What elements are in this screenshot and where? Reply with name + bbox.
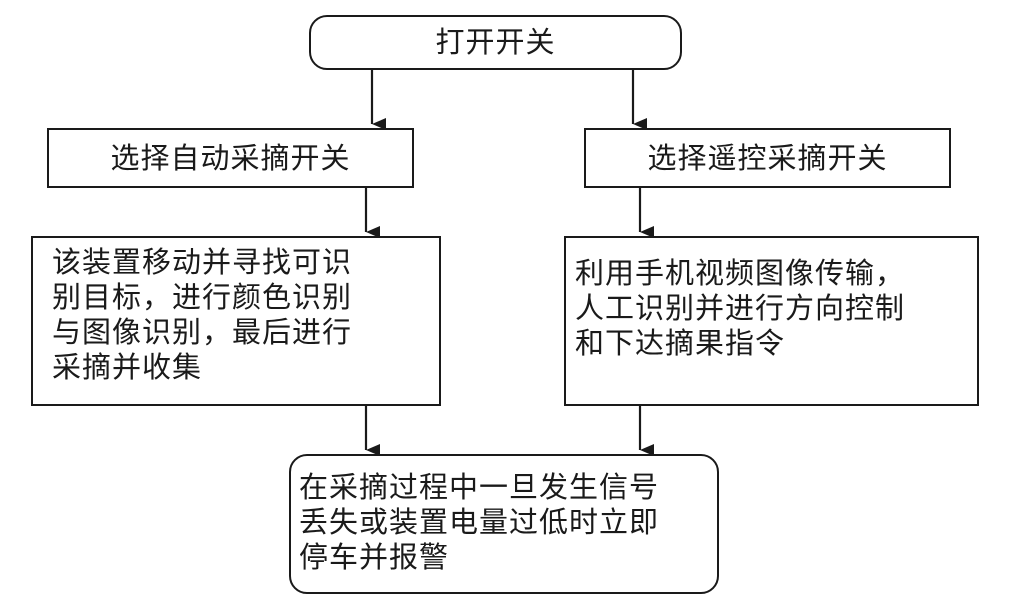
node-start-label: 打开开关 — [435, 25, 556, 59]
node-auto-process: 该装置移动并寻找可识 别目标，进行颜色识别 与图像识别，最后进行 采摘并收集 — [31, 236, 441, 406]
node-stop-alarm: 在采摘过程中一旦发生信号 丢失或装置电量过低时立即 停车并报警 — [289, 454, 719, 594]
node-auto-select-label: 选择自动采摘开关 — [110, 140, 351, 175]
node-remote-select: 选择遥控采摘开关 — [584, 128, 951, 188]
node-auto-process-label: 该装置移动并寻找可识 别目标，进行颜色识别 与图像识别，最后进行 采摘并收集 — [52, 245, 353, 384]
node-stop-alarm-label: 在采摘过程中一旦发生信号 丢失或装置电量过低时立即 停车并报警 — [299, 470, 660, 574]
node-start: 打开开关 — [309, 15, 682, 70]
node-auto-select: 选择自动采摘开关 — [47, 128, 414, 188]
node-remote-process: 利用手机视频图像传输， 人工识别并进行方向控制 和下达摘果指令 — [564, 236, 979, 406]
node-remote-process-label: 利用手机视频图像传输， 人工识别并进行方向控制 和下达摘果指令 — [575, 256, 906, 360]
node-remote-select-label: 选择遥控采摘开关 — [647, 140, 888, 175]
